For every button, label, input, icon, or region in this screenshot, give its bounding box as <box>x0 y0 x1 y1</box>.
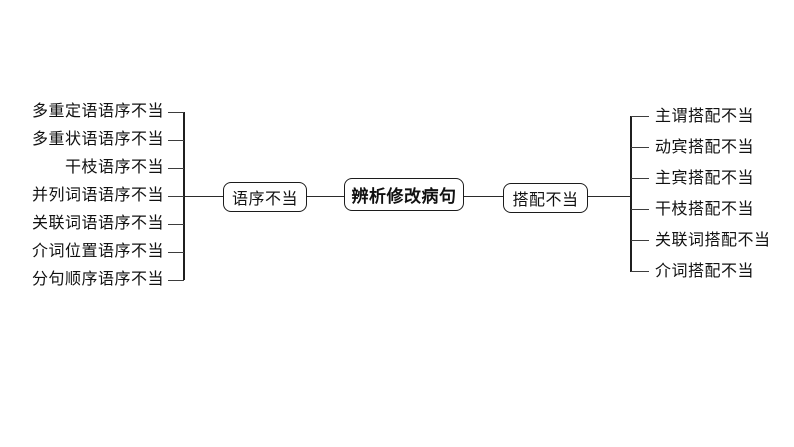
list-item: 多重定语语序不当 <box>20 98 184 126</box>
list-item: 主宾搭配不当 <box>631 163 794 194</box>
leaf-label: 介词位置语序不当 <box>31 243 164 260</box>
connector-tick <box>631 209 649 210</box>
list-item: 多重状语语序不当 <box>20 126 184 154</box>
leaf-label: 并列词语语序不当 <box>31 187 164 204</box>
connector-tick <box>168 279 184 281</box>
leaf-label: 关联词搭配不当 <box>655 231 771 249</box>
connector-tick <box>168 139 184 141</box>
list-item: 介词搭配不当 <box>631 256 794 287</box>
leaf-label: 干枝语序不当 <box>64 159 164 176</box>
connector-tick <box>631 147 649 148</box>
connector-tick <box>168 111 184 113</box>
leaf-label: 关联词语语序不当 <box>31 215 164 232</box>
connector-tick <box>631 271 649 272</box>
list-item: 主谓搭配不当 <box>631 101 794 132</box>
connector-tick <box>168 251 184 253</box>
list-item: 干枝搭配不当 <box>631 194 794 225</box>
list-item: 关联词搭配不当 <box>631 225 794 256</box>
list-item: 并列词语语序不当 <box>20 182 184 210</box>
connector-tick <box>631 178 649 179</box>
leaf-label: 多重定语语序不当 <box>31 103 164 120</box>
connector-tick <box>168 195 184 197</box>
word-order-items-group: 多重定语语序不当 多重状语语序不当 干枝语序不当 并列词语语序不当 关联词语语序… <box>20 98 184 294</box>
connector-tick <box>168 167 184 169</box>
leaf-label: 主谓搭配不当 <box>655 107 755 125</box>
list-item: 分句顺序语序不当 <box>20 266 184 294</box>
connector-tick <box>631 116 649 117</box>
collocation-branch-node: 搭配不当 <box>503 183 588 213</box>
list-item: 介词位置语序不当 <box>20 238 184 266</box>
leaf-label: 介词搭配不当 <box>655 262 755 280</box>
leaf-label: 主宾搭配不当 <box>655 169 755 187</box>
collocation-items-group: 主谓搭配不当 动宾搭配不当 主宾搭配不当 干枝搭配不当 关联词搭配不当 介词搭配… <box>631 101 794 287</box>
list-item: 关联词语语序不当 <box>20 210 184 238</box>
right-bracket-line <box>630 116 632 272</box>
leaf-label: 动宾搭配不当 <box>655 138 755 156</box>
leaf-label: 多重状语语序不当 <box>31 131 164 148</box>
word-order-branch-node: 语序不当 <box>223 182 307 212</box>
list-item: 动宾搭配不当 <box>631 132 794 163</box>
connector-tick <box>631 240 649 241</box>
connector-tick <box>168 223 184 225</box>
leaf-label: 分句顺序语序不当 <box>31 271 164 288</box>
list-item: 干枝语序不当 <box>20 154 184 182</box>
root-node: 辨析修改病句 <box>344 178 464 211</box>
leaf-label: 干枝搭配不当 <box>655 200 755 218</box>
